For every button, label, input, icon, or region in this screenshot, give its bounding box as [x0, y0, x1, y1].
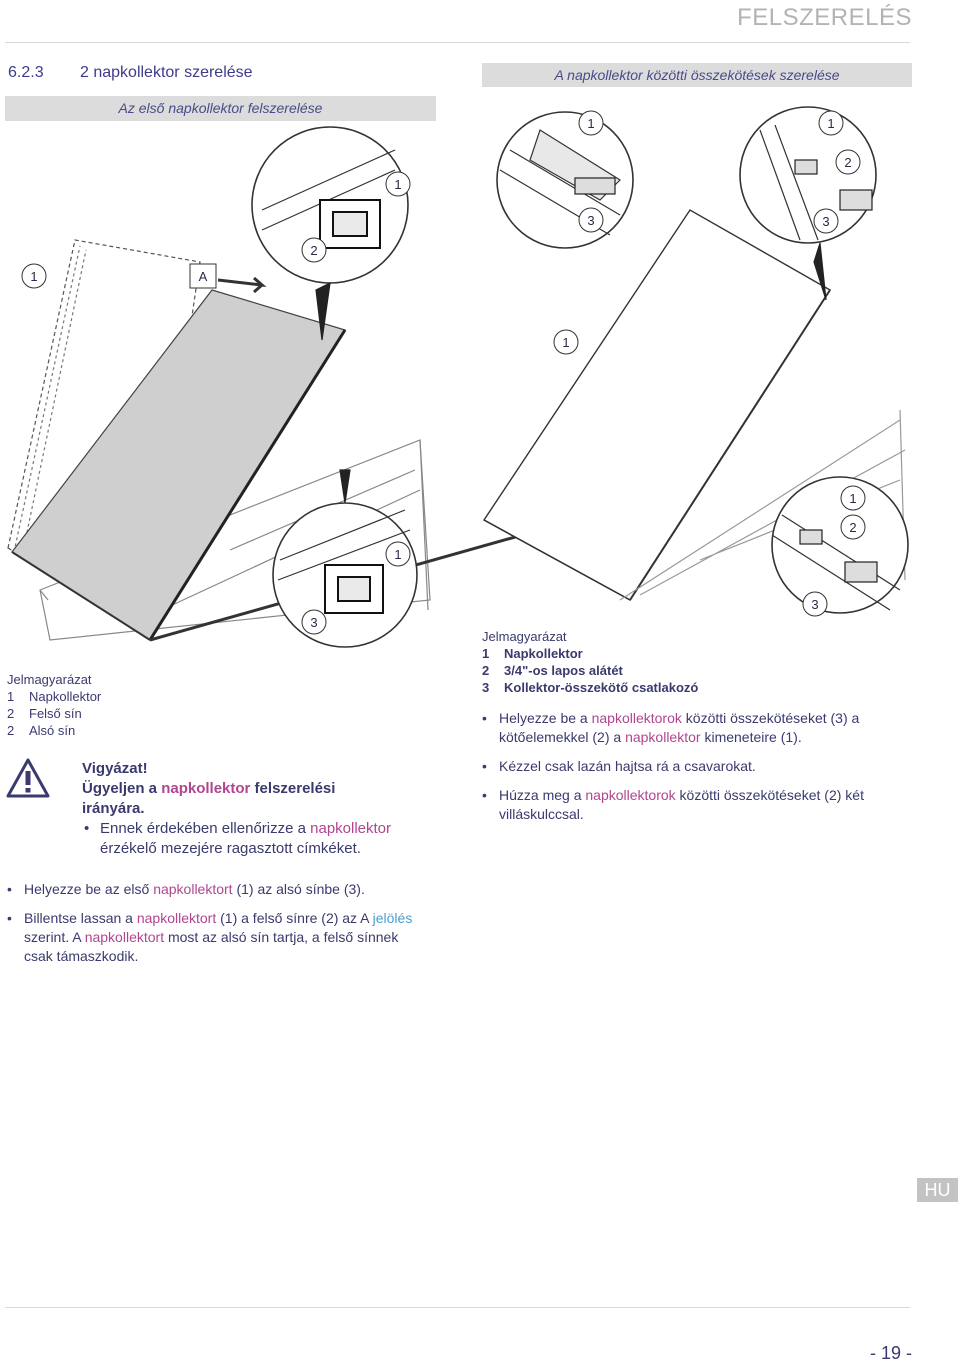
left-callouts: 1 2 1 A 1 3	[21, 171, 411, 635]
section-title: 2 napkollektor szerelése	[80, 64, 253, 81]
legend-right-title: Jelmagyarázat	[482, 629, 567, 644]
header-divider	[5, 42, 910, 43]
direction-arrow-a	[217, 276, 267, 294]
steps-left: Helyezze be az első napkollektort (1) az…	[5, 880, 425, 976]
callout-left-1a: 1	[394, 177, 401, 192]
page-number: - 19 -	[869, 1343, 912, 1363]
right-detail-circle-fittings	[739, 106, 877, 244]
warning-box: Vigyázat! Ügyeljen a napkollektor felsze…	[82, 759, 442, 859]
right-detail-circle-lower	[771, 476, 909, 614]
step-right-1: Helyezze be a napkollektorok közötti öss…	[480, 709, 900, 747]
callout-right-2a: 2	[844, 155, 851, 170]
subsection-bar-right: A napkollektor közötti összekötések szer…	[482, 63, 912, 87]
language-tab: HU	[917, 1178, 958, 1202]
callout-right-3a: 3	[587, 213, 594, 228]
callout-right-1c: 1	[562, 335, 569, 350]
callout-left-1b: 1	[30, 269, 37, 284]
callout-right-1b: 1	[827, 116, 834, 131]
callout-left-2: 2	[310, 243, 317, 258]
installation-figure: 1 2 1 A 1 3 1 3 1 2 3 1 1 2 3	[7, 106, 909, 648]
step-left-2: Billentse lassan a napkollektort (1) a f…	[5, 909, 425, 966]
step-left-1: Helyezze be az első napkollektort (1) az…	[5, 880, 425, 899]
step-right-2: Kézzel csak lazán hajtsa rá a csavarokat…	[480, 757, 900, 776]
step-right-3: Húzza meg a napkollektorok közötti össze…	[480, 786, 900, 824]
warning-line-1: Ügyeljen a napkollektor felszerelési	[82, 780, 336, 797]
section-number: 6.2.3	[8, 64, 44, 81]
warning-line-2: irányára.	[82, 800, 145, 817]
footer-divider	[5, 1307, 910, 1308]
callout-right-1d: 1	[849, 491, 856, 506]
callout-left-1c: 1	[394, 547, 401, 562]
right-callouts: 1 3 1 2 3 1 1 2 3	[553, 110, 866, 617]
chapter-title: FELSZERELÉS	[737, 4, 912, 31]
callout-right-3c: 3	[811, 597, 818, 612]
warning-title: Vigyázat!	[82, 760, 148, 777]
legend-left-title: Jelmagyarázat	[7, 672, 92, 687]
callout-right-1a: 1	[587, 116, 594, 131]
warning-icon	[6, 758, 50, 798]
callout-right-3b: 3	[822, 214, 829, 229]
warning-bullet: • Ennek érdekében ellenőrizze a napkolle…	[84, 820, 392, 857]
callout-right-2b: 2	[849, 520, 856, 535]
subsection-bar-left: Az első napkollektor felszerelése	[5, 96, 436, 121]
callout-left-a: A	[199, 269, 208, 284]
callout-left-3: 3	[310, 615, 317, 630]
steps-right: Helyezze be a napkollektorok közötti öss…	[480, 709, 900, 834]
